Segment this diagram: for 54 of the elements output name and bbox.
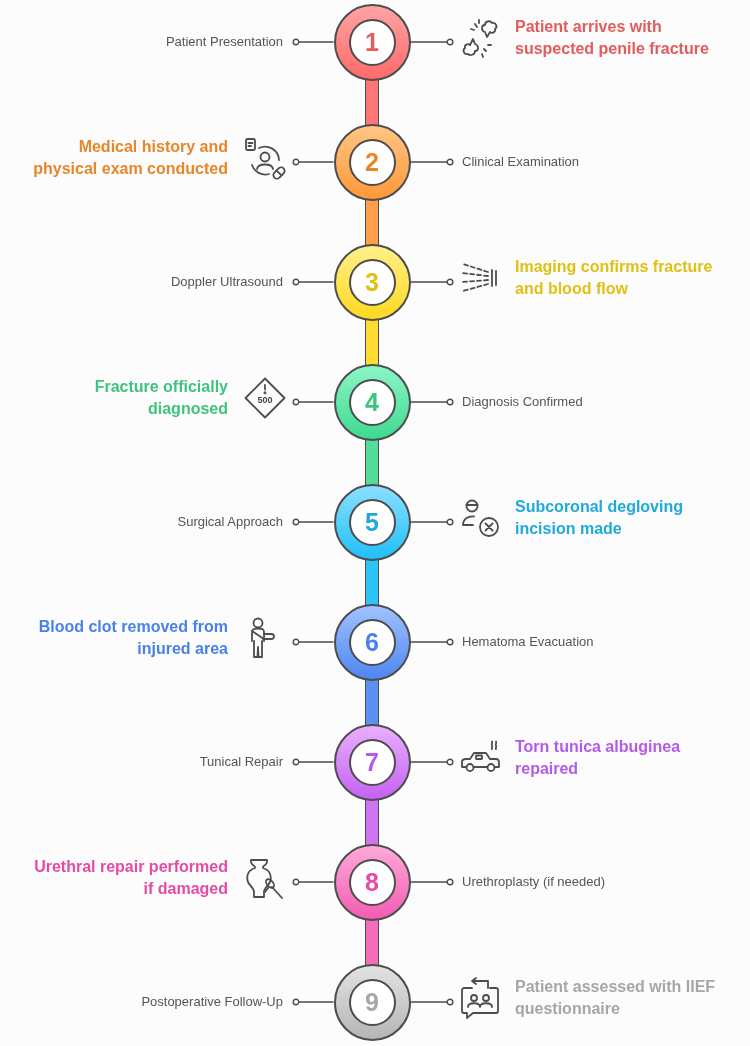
step-number: 7	[348, 738, 396, 786]
leader-line	[292, 518, 335, 526]
step-description: Imaging confirms fracture and blood flow	[515, 257, 714, 299]
leader-line	[292, 278, 335, 286]
timeline-bar	[366, 439, 378, 485]
step-label: Clinical Examination	[462, 154, 580, 170]
sign-text: 500	[256, 395, 274, 406]
step-label: Urethroplasty (if needed)	[462, 874, 606, 890]
step-label: Hematoma Evacuation	[462, 634, 594, 650]
timeline-bar	[366, 199, 378, 245]
leader-line	[409, 398, 454, 406]
leader-line	[292, 998, 335, 1006]
step-description: Patient arrives with suspected penile fracture	[515, 17, 710, 59]
step-label: Diagnosis Confirmed	[462, 394, 583, 410]
leader-line	[409, 158, 454, 166]
leader-line	[292, 38, 335, 46]
step-description: Urethral repair performed if damaged	[33, 857, 228, 899]
leader-line	[409, 638, 454, 646]
step-description: Subcoronal degloving incision made	[515, 497, 684, 539]
step-number: 8	[348, 858, 396, 906]
step-label: Postoperative Follow-Up	[141, 994, 283, 1010]
leader-line	[409, 758, 454, 766]
timeline-bar	[366, 919, 378, 965]
leader-line	[409, 38, 454, 46]
leader-line	[409, 278, 454, 286]
step-number: 4	[348, 378, 396, 426]
timeline-bar	[366, 319, 378, 365]
leader-line	[292, 758, 335, 766]
leader-line	[292, 878, 335, 886]
step-description: Fracture officially diagnosed	[93, 377, 228, 419]
step-description: Blood clot removed from injured area	[37, 617, 228, 659]
step-label: Doppler Ultrasound	[171, 274, 283, 290]
step-number: 9	[348, 978, 396, 1026]
step-number: 1	[348, 18, 396, 66]
step-description: Medical history and physical exam conducted	[32, 137, 228, 179]
step-label: Surgical Approach	[177, 514, 283, 530]
step-number: 3	[348, 258, 396, 306]
step-number: 5	[348, 498, 396, 546]
leader-line	[292, 638, 335, 646]
timeline-bar	[366, 559, 378, 605]
step-number: 2	[348, 138, 396, 186]
leader-line	[409, 998, 454, 1006]
step-description: Patient assessed with IIEF questionnaire	[515, 977, 717, 1019]
leader-line	[409, 518, 454, 526]
leader-line	[292, 158, 335, 166]
step-label: Tunical Repair	[199, 754, 283, 770]
timeline-bar	[366, 679, 378, 725]
leader-line	[409, 878, 454, 886]
timeline-bar	[366, 799, 378, 845]
step-label: Patient Presentation	[165, 34, 283, 50]
step-description: Torn tunica albuginea repaired	[515, 737, 682, 779]
timeline-bar	[366, 79, 378, 125]
leader-line	[292, 398, 335, 406]
step-number: 6	[348, 618, 396, 666]
